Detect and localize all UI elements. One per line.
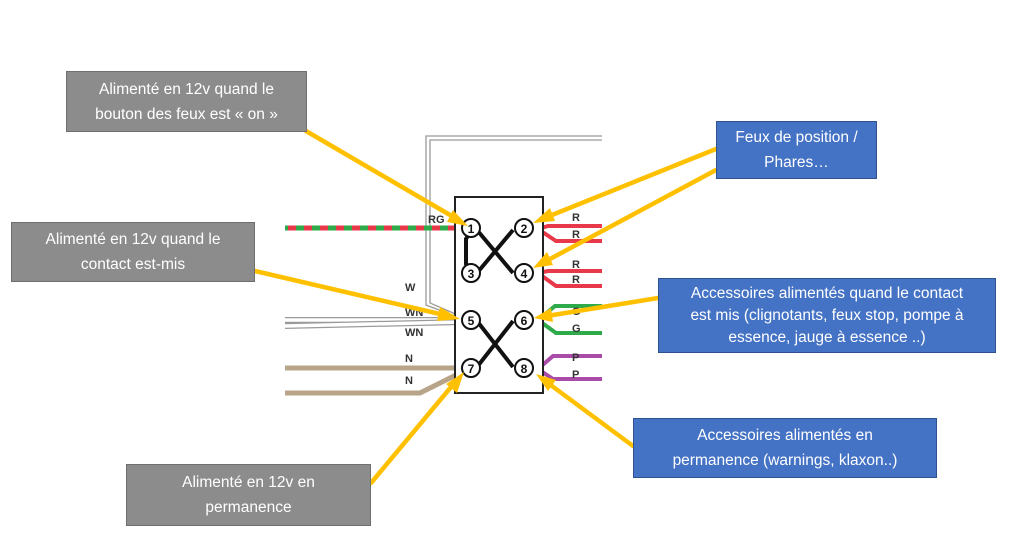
- arrow-to-terminal-1: [303, 128, 468, 226]
- label-r-3: R: [572, 259, 580, 271]
- callout-feux-position-line1: Feux de position /: [735, 129, 858, 146]
- svg-text:7: 7: [468, 362, 475, 376]
- label-p-2: P: [572, 369, 579, 381]
- svg-text:5: 5: [468, 314, 475, 328]
- callout-feux-position: Feux de position / Phares…: [716, 121, 877, 179]
- arrow-to-terminal-7: [368, 372, 464, 486]
- callout-permanence: Alimenté en 12v en permanence: [126, 464, 371, 526]
- terminal-3: 3: [461, 263, 481, 283]
- terminal-1: 1: [461, 218, 481, 238]
- svg-text:1: 1: [468, 222, 475, 236]
- callout-permanence-line1: Alimenté en 12v en: [182, 474, 315, 491]
- callout-accessoires-permanence-line2: permanence (warnings, klaxon..): [672, 452, 898, 469]
- label-r-1: R: [572, 212, 580, 224]
- terminal-5: 5: [461, 310, 481, 330]
- label-wn-2: WN: [405, 327, 423, 339]
- callout-feux-on-line2: bouton des feux est « on »: [95, 105, 278, 123]
- wire-r-right-1: [537, 224, 602, 231]
- terminal-6: 6: [514, 310, 534, 330]
- arrow-to-terminal-4: [533, 167, 719, 268]
- wire-g-right-2: [536, 318, 602, 335]
- callout-accessoires-permanence: Accessoires alimentés en permanence (war…: [633, 418, 937, 478]
- svg-text:8: 8: [521, 362, 528, 376]
- svg-text:6: 6: [521, 314, 528, 328]
- callout-accessoires-contact-line1: Accessoires alimentés quand le contact: [690, 284, 964, 302]
- arrow-to-terminal-8: [536, 374, 636, 449]
- callout-accessoires-contact: Accessoires alimentés quand le contact e…: [658, 278, 996, 353]
- label-r-4: R: [572, 274, 580, 286]
- arrow-to-terminal-6: [534, 295, 661, 322]
- label-r-2: R: [572, 229, 580, 241]
- arrow-to-terminal-5: [252, 268, 460, 321]
- label-n-2: N: [405, 375, 413, 387]
- terminal-7: 7: [461, 358, 481, 378]
- callout-contact-mis-line2: contact est-mis: [80, 256, 186, 273]
- svg-text:3: 3: [468, 267, 475, 281]
- callout-feux-on: Alimenté en 12v quand le bouton des feux…: [66, 71, 307, 132]
- callout-feux-on-line1: Alimenté en 12v quand le: [99, 80, 274, 98]
- arrow-to-terminal-2: [533, 146, 719, 223]
- svg-text:4: 4: [521, 267, 528, 281]
- callout-feux-position-line2: Phares…: [764, 154, 829, 171]
- label-p-1: P: [572, 352, 579, 364]
- label-n-1: N: [405, 353, 413, 365]
- terminal-2: 2: [514, 218, 534, 238]
- wire-n-left-2: [285, 369, 464, 396]
- label-g-2: G: [572, 323, 581, 335]
- callout-accessoires-contact-line3: essence, jauge à essence ..): [728, 328, 926, 346]
- callout-permanence-line2: permanence: [205, 499, 292, 516]
- wire-r-right-3: [537, 269, 602, 275]
- wire-r-right-4: [536, 271, 602, 288]
- label-w: W: [405, 282, 416, 294]
- terminal-8: 8: [514, 358, 534, 378]
- wire-wn-left-2: [284, 319, 463, 329]
- svg-text:2: 2: [521, 222, 528, 236]
- callout-accessoires-permanence-line1: Accessoires alimentés en: [697, 427, 873, 444]
- callout-contact-mis-line1: Alimenté en 12v quand le: [45, 231, 221, 248]
- callout-accessoires-contact-line2: est mis (clignotants, feux stop, pompe à: [690, 306, 964, 324]
- callout-contact-mis: Alimenté en 12v quand le contact est-mis: [11, 222, 255, 282]
- wire-p-right-1: [536, 354, 602, 371]
- label-rg: RG: [428, 214, 445, 226]
- terminal-4: 4: [514, 263, 534, 283]
